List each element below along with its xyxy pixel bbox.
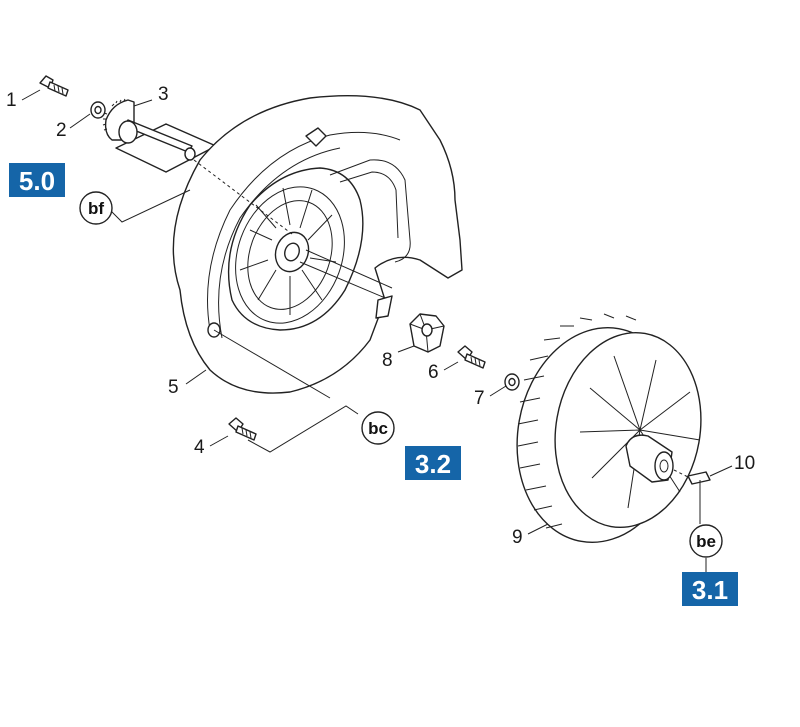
ref-text-be: be [696,532,716,551]
part-6-screw [457,345,486,369]
badge-3-1[interactable]: 3.1 [682,572,738,606]
leader-7 [489,385,507,397]
part-label-7: 7 [474,388,485,409]
leader-3 [133,99,153,107]
leader-8 [397,345,415,353]
leader-bc [247,405,359,453]
part-label-8: 8 [382,350,393,371]
part-label-1: 1 [6,90,17,111]
leader-10 [709,465,733,477]
part-label-9: 9 [512,527,523,548]
alignment-line-pin [673,469,691,479]
part-1-screw [39,75,69,97]
part-4-screw [228,417,257,441]
leader-4 [209,435,229,447]
part-7-washer [504,373,520,391]
leader-bf [109,189,191,223]
leader-1 [21,89,41,101]
leader-9 [527,523,549,535]
part-label-10: 10 [734,453,755,474]
ref-text-bc: bc [368,419,388,438]
badge-5-0-text: 5.0 [19,166,55,196]
part-label-5: 5 [168,377,179,398]
part-2-washer [90,101,106,119]
part-8-coupling [409,313,445,353]
part-10-pin [687,471,711,485]
part-label-6: 6 [428,362,439,383]
badge-3-1-text: 3.1 [692,575,728,605]
alignment-line-lower [213,329,331,399]
leader-2 [69,113,91,129]
part-label-4: 4 [194,437,205,458]
badge-3-2[interactable]: 3.2 [405,446,461,480]
ref-circle-bc: bc [361,411,395,445]
leader-6 [443,361,459,371]
leader-5 [185,369,207,385]
ref-circle-bf: bf [79,191,113,225]
part-5-housing [172,95,463,394]
badge-5-0[interactable]: 5.0 [9,163,65,197]
ref-circle-be: be [689,524,723,558]
part-label-3: 3 [158,84,169,105]
ref-text-bf: bf [88,199,104,218]
part-label-2: 2 [56,120,67,141]
alignment-line-upper [193,159,293,235]
part-9-fan-wheel [516,313,702,544]
badge-3-2-text: 3.2 [415,449,451,479]
